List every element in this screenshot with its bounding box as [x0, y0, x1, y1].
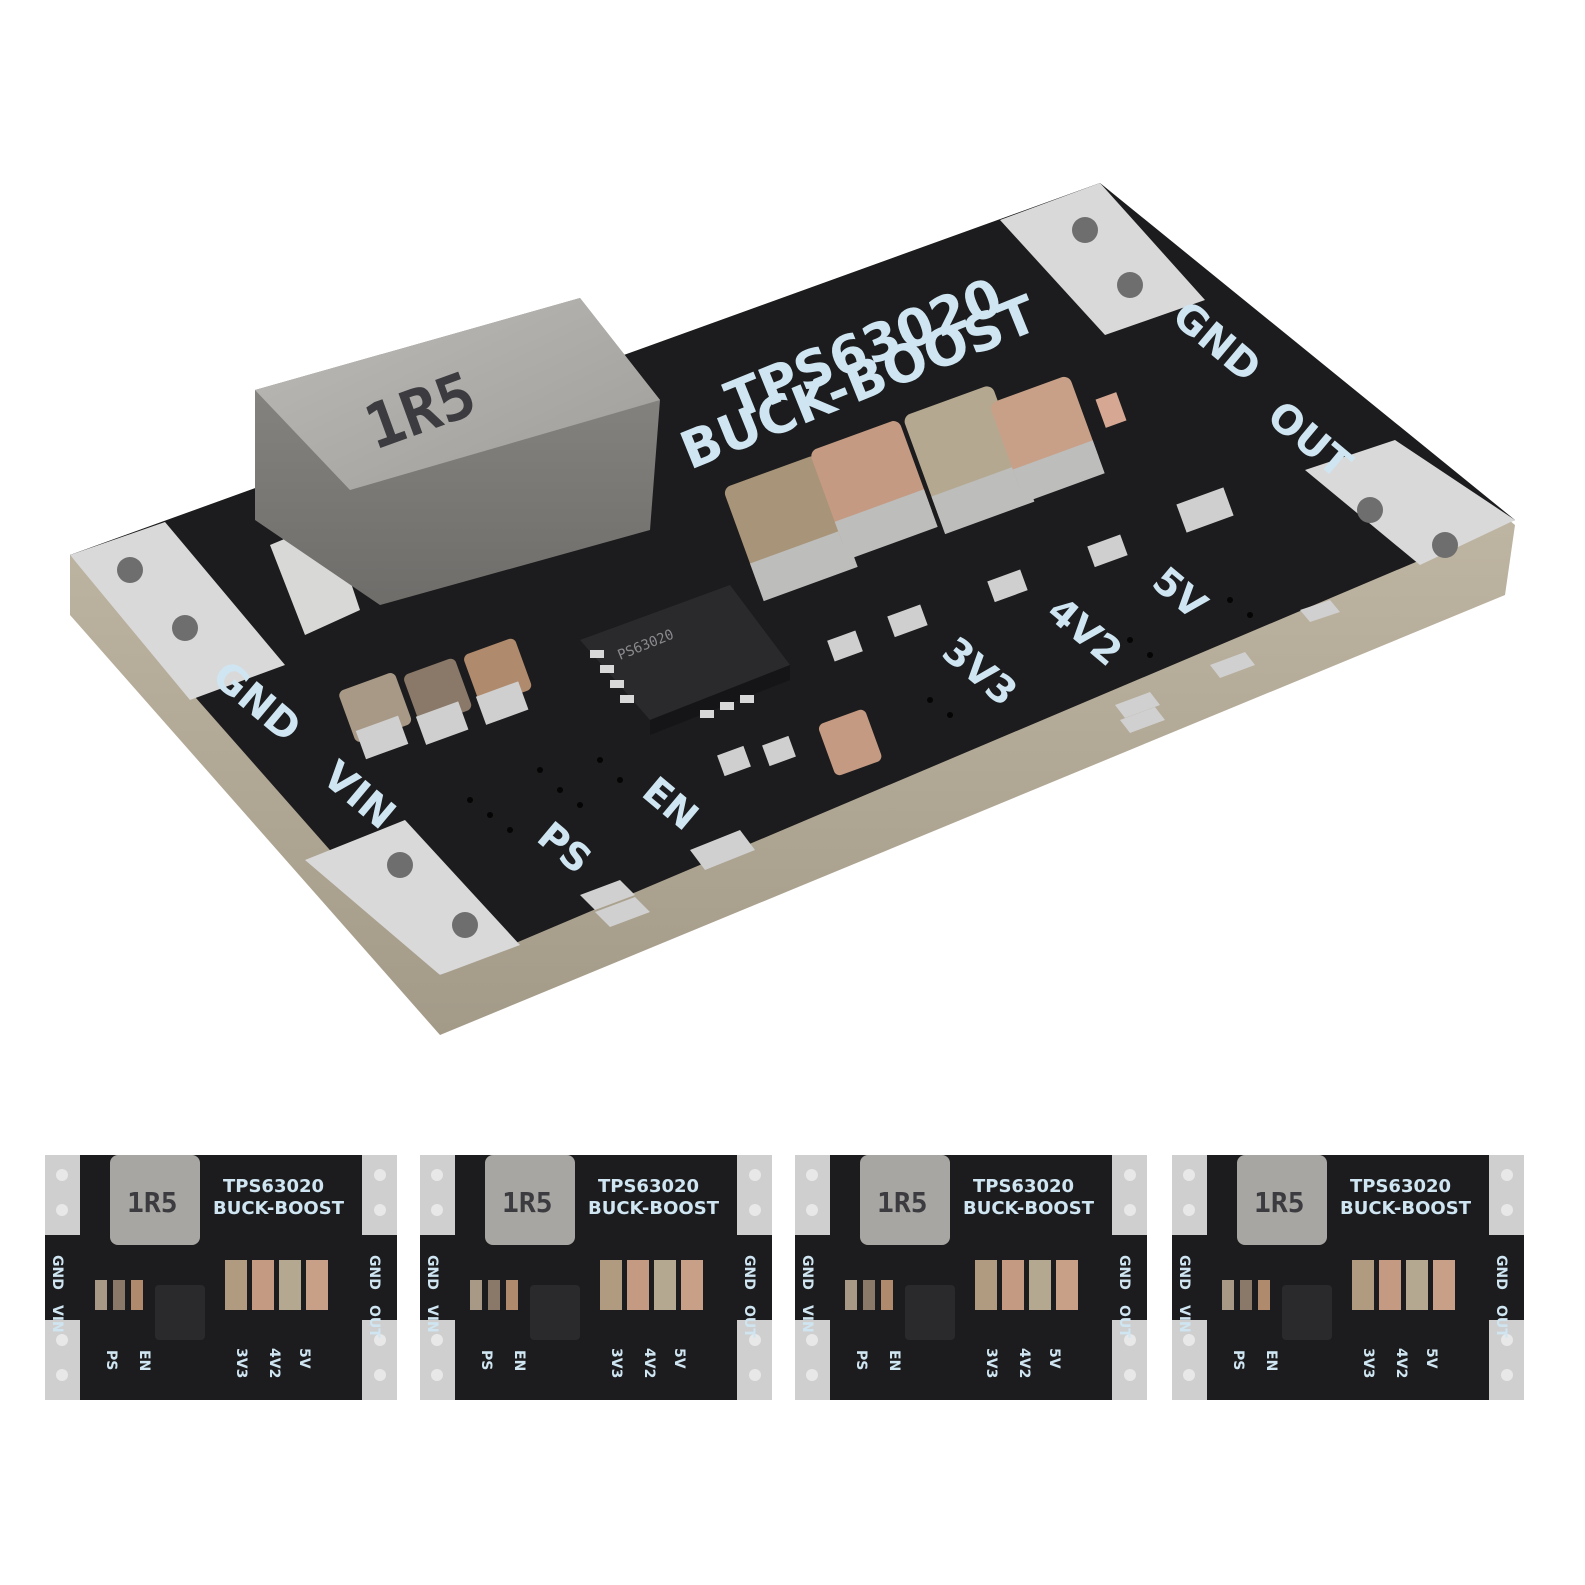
thumbnail-board-4: 1R5 TPS63020 BUCK-BOOST GND VIN GND OUT …	[1172, 1150, 1524, 1406]
hero-board-photo: TPS63020 BUCK-BOOST GND VIN GND OUT PS E…	[70, 183, 1515, 1035]
thumbnail-row: 1R5 TPS63020 BUCK-BOOST GND VIN GND OUT …	[0, 1150, 1585, 1420]
thumbnail-board-2: 1R5 TPS63020 BUCK-BOOST GND VIN GND OUT …	[420, 1150, 772, 1406]
title-line1: TPS63020	[598, 1176, 699, 1197]
title-line2: BUCK-BOOST	[963, 1198, 1095, 1219]
label-en: EN	[511, 1350, 527, 1371]
label-en: EN	[886, 1350, 902, 1371]
label-en: EN	[136, 1350, 152, 1371]
label-right-gnd: GND	[1493, 1255, 1509, 1290]
board-illustration: TPS63020 BUCK-BOOST GND VIN GND OUT PS E…	[70, 183, 1515, 1035]
label-left-vin: VIN	[424, 1305, 440, 1333]
label-left-gnd: GND	[1176, 1255, 1192, 1290]
inductor-marking: 1R5	[502, 1186, 553, 1219]
label-right-out: OUT	[1116, 1305, 1132, 1338]
label-5v: 5V	[1423, 1348, 1439, 1369]
label-4v2: 4V2	[641, 1348, 657, 1378]
title-line1: TPS63020	[1350, 1176, 1451, 1197]
label-left-gnd: GND	[49, 1255, 65, 1290]
vias	[467, 597, 1253, 833]
label-left-gnd: GND	[799, 1255, 815, 1290]
board-top-view: 1R5 TPS63020 BUCK-BOOST GND VIN GND OUT …	[1172, 1155, 1524, 1400]
board-top-view: 1R5 TPS63020 BUCK-BOOST GND VIN GND OUT …	[420, 1155, 772, 1400]
inductor-marking: 1R5	[127, 1186, 178, 1219]
pad-left-gnd	[70, 522, 285, 700]
label-3v3: 3V3	[1360, 1348, 1376, 1378]
board-top-view: 1R5 TPS63020 BUCK-BOOST GND VIN GND OUT …	[795, 1155, 1147, 1400]
board-top-view: 1R5 TPS63020 BUCK-BOOST GND VIN GND OUT …	[45, 1155, 397, 1400]
label-4v2: 4V2	[1393, 1348, 1409, 1378]
title-line1: TPS63020	[223, 1176, 324, 1197]
label-ps: PS	[478, 1350, 494, 1370]
label-right-gnd: GND	[366, 1255, 382, 1290]
inductor-marking: 1R5	[877, 1186, 928, 1219]
label-3v3: 3V3	[983, 1348, 999, 1378]
label-5v: 5V	[1046, 1348, 1062, 1369]
label-en: EN	[1263, 1350, 1279, 1371]
pad-right-out	[1305, 440, 1515, 565]
thumbnail-board-3: 1R5 TPS63020 BUCK-BOOST GND VIN GND OUT …	[795, 1150, 1147, 1406]
label-left-gnd: GND	[424, 1255, 440, 1290]
label-ps: PS	[853, 1350, 869, 1370]
smd-resistors	[717, 392, 1234, 777]
label-right-out: OUT	[1493, 1305, 1509, 1338]
label-right-out: OUT	[366, 1305, 382, 1338]
inductor-marking: 1R5	[1254, 1186, 1305, 1219]
label-5v: 5V	[671, 1348, 687, 1369]
title-line2: BUCK-BOOST	[588, 1198, 720, 1219]
label-4v2: 4V2	[1016, 1348, 1032, 1378]
title-line2: BUCK-BOOST	[1340, 1198, 1472, 1219]
thumbnail-board-1: 1R5 TPS63020 BUCK-BOOST GND VIN GND OUT …	[45, 1150, 397, 1406]
input-capacitors	[339, 638, 532, 760]
title-line2: BUCK-BOOST	[213, 1198, 345, 1219]
label-right-out: OUT	[741, 1305, 757, 1338]
label-right-gnd: GND	[741, 1255, 757, 1290]
jumper-pads	[580, 600, 1340, 927]
label-ps: PS	[103, 1350, 119, 1370]
label-4v2: 4V2	[266, 1348, 282, 1378]
label-3v3: 3V3	[233, 1348, 249, 1378]
inductor: 1R5	[255, 298, 660, 635]
ic-chip: PS63020	[580, 585, 790, 735]
label-ps: PS	[1230, 1350, 1246, 1370]
output-capacitors	[724, 376, 1105, 602]
label-5v: 5V	[296, 1348, 312, 1369]
label-left-vin: VIN	[49, 1305, 65, 1333]
label-left-vin: VIN	[799, 1305, 815, 1333]
label-right-gnd: GND	[1116, 1255, 1132, 1290]
label-3v3: 3V3	[608, 1348, 624, 1378]
label-left-vin: VIN	[1176, 1305, 1192, 1333]
pad-right-gnd	[1000, 183, 1205, 335]
title-line1: TPS63020	[973, 1176, 1074, 1197]
pad-left-vin	[305, 820, 520, 975]
